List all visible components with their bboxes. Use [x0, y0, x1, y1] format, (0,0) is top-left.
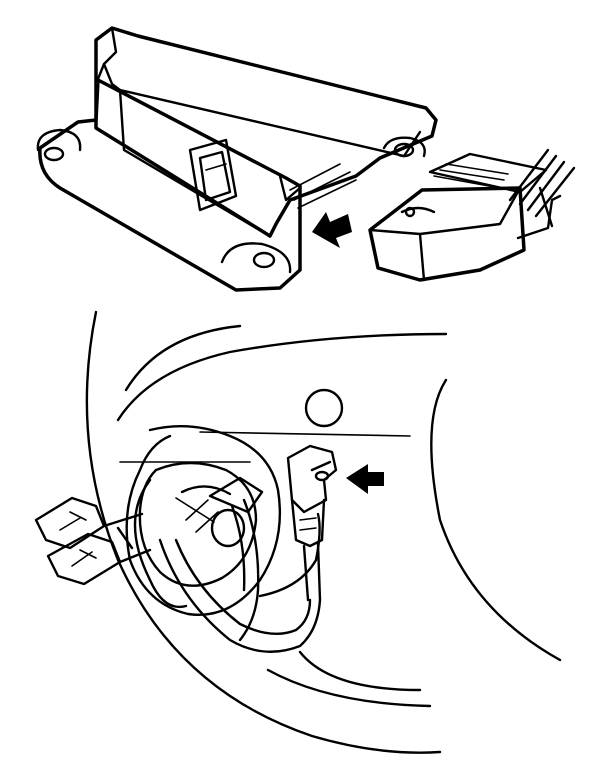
connector-plug — [368, 148, 576, 282]
airbag-connector — [286, 444, 338, 602]
clock-spring — [119, 424, 411, 616]
wiring-harness — [133, 476, 322, 653]
steering-wheel — [85, 310, 562, 754]
arrow-bottom — [346, 464, 384, 494]
side-connector — [34, 496, 152, 586]
arrow-top — [312, 212, 352, 248]
airbag-control-unit — [36, 26, 438, 292]
